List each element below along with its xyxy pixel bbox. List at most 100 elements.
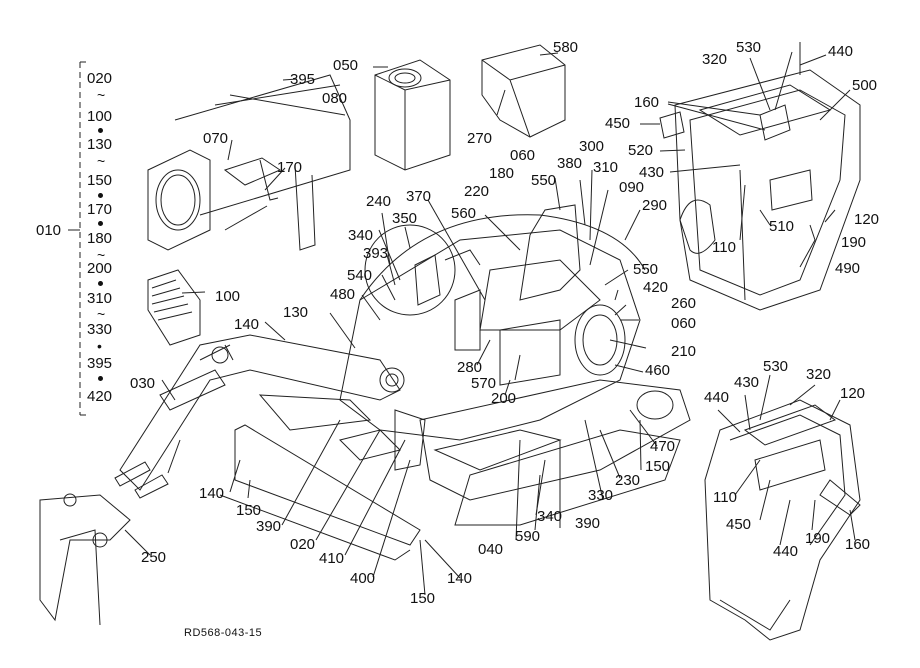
callout-060: 060 (510, 147, 536, 164)
callout-560: 560 (451, 205, 477, 222)
callout-020: 020 (290, 536, 316, 553)
callout-320b: 320 (806, 366, 832, 383)
callout-080: 080 (322, 90, 348, 107)
callout-450: 450 (605, 115, 631, 132)
callout-570: 570 (471, 375, 497, 392)
callout-040: 040 (478, 541, 504, 558)
legend-value: 310 (87, 290, 113, 307)
callout-340: 340 (348, 227, 374, 244)
callout-270: 270 (467, 130, 493, 147)
callout-390: 390 (575, 515, 601, 532)
legend-separator: ~ (97, 87, 106, 103)
legend-value: 020 (87, 70, 113, 87)
callout-150b: 150 (410, 590, 436, 607)
callout-500: 500 (852, 77, 878, 94)
callout-330: 330 (588, 487, 614, 504)
callout-290: 290 (642, 197, 668, 214)
callout-540: 540 (347, 267, 373, 284)
legend-separator: ~ (97, 247, 106, 263)
callout-200: 200 (491, 390, 517, 407)
callout-480: 480 (330, 286, 356, 303)
legend-bullet (98, 128, 103, 133)
callout-460: 460 (645, 362, 671, 379)
callout-240: 240 (366, 193, 392, 210)
callout-100: 100 (215, 288, 241, 305)
callout-210: 210 (671, 343, 697, 360)
callout-440: 440 (828, 43, 854, 60)
legend-bullet (98, 193, 103, 198)
callout-170: 170 (277, 159, 303, 176)
callout-090: 090 (619, 179, 645, 196)
legend-separator: ~ (97, 306, 106, 322)
legend-value: 100 (87, 108, 113, 125)
legend-separator: ~ (97, 153, 106, 169)
callout-160: 160 (634, 94, 660, 111)
callout-395: 395 (290, 71, 316, 88)
callout-370: 370 (406, 188, 432, 205)
legend-value: 130 (87, 136, 113, 153)
callout-120b: 120 (840, 385, 866, 402)
legend-separator: • (97, 338, 102, 354)
callout-190: 190 (841, 234, 867, 251)
legend-value: 395 (87, 355, 113, 372)
callout-260: 260 (671, 295, 697, 312)
callout-420: 420 (643, 279, 669, 296)
callout-450b: 450 (726, 516, 752, 533)
callout-110b: 110 (713, 489, 737, 506)
callout-130: 130 (283, 304, 309, 321)
legend-value: 180 (87, 230, 113, 247)
callout-160b: 160 (845, 536, 871, 553)
callout-220: 220 (464, 183, 490, 200)
callout-150c: 150 (236, 502, 262, 519)
callout-140b: 140 (447, 570, 473, 587)
callout-340b: 340 (537, 508, 563, 525)
legend-value: 170 (87, 201, 113, 218)
group-label: 010 (36, 222, 62, 239)
legend-bullet (98, 376, 103, 381)
reference-code: RD568-043-15 (184, 627, 263, 639)
callout-030: 030 (130, 375, 156, 392)
callout-190b: 190 (805, 530, 831, 547)
callout-400: 400 (350, 570, 376, 587)
callout-300: 300 (579, 138, 605, 155)
callout-510: 510 (769, 218, 795, 235)
callout-530b: 530 (763, 358, 789, 375)
callout-180: 180 (489, 165, 515, 182)
legend-value: 150 (87, 172, 113, 189)
callout-530: 530 (736, 39, 762, 56)
callout-440b: 440 (704, 389, 730, 406)
legend-value: 330 (87, 321, 113, 338)
callout-440c: 440 (773, 543, 799, 560)
callout-230: 230 (615, 472, 641, 489)
callout-520: 520 (628, 142, 654, 159)
callout-470: 470 (650, 438, 676, 455)
callout-310: 310 (593, 159, 619, 176)
legend-bullet (98, 221, 103, 226)
callout-050: 050 (333, 57, 359, 74)
callout-320: 320 (702, 51, 728, 68)
legend-bullet (98, 281, 103, 286)
callout-410: 410 (319, 550, 345, 567)
callout-580: 580 (553, 39, 579, 56)
callout-070: 070 (203, 130, 229, 147)
callout-490: 490 (835, 260, 861, 277)
callout-140c: 140 (199, 485, 225, 502)
legend-value: 200 (87, 260, 113, 277)
callout-390b: 390 (256, 518, 282, 535)
callout-550b: 550 (633, 261, 659, 278)
callout-110: 110 (712, 239, 736, 256)
callout-120: 120 (854, 211, 880, 228)
callout-060b: 060 (671, 315, 697, 332)
callout-250: 250 (141, 549, 167, 566)
callout-350: 350 (392, 210, 418, 227)
callout-430b: 430 (734, 374, 760, 391)
callout-150: 150 (645, 458, 671, 475)
callout-550: 550 (531, 172, 557, 189)
legend-value: 420 (87, 388, 113, 405)
callout-590: 590 (515, 528, 541, 545)
callout-430: 430 (639, 164, 665, 181)
callout-280: 280 (457, 359, 483, 376)
callout-393: 393 (363, 245, 389, 262)
